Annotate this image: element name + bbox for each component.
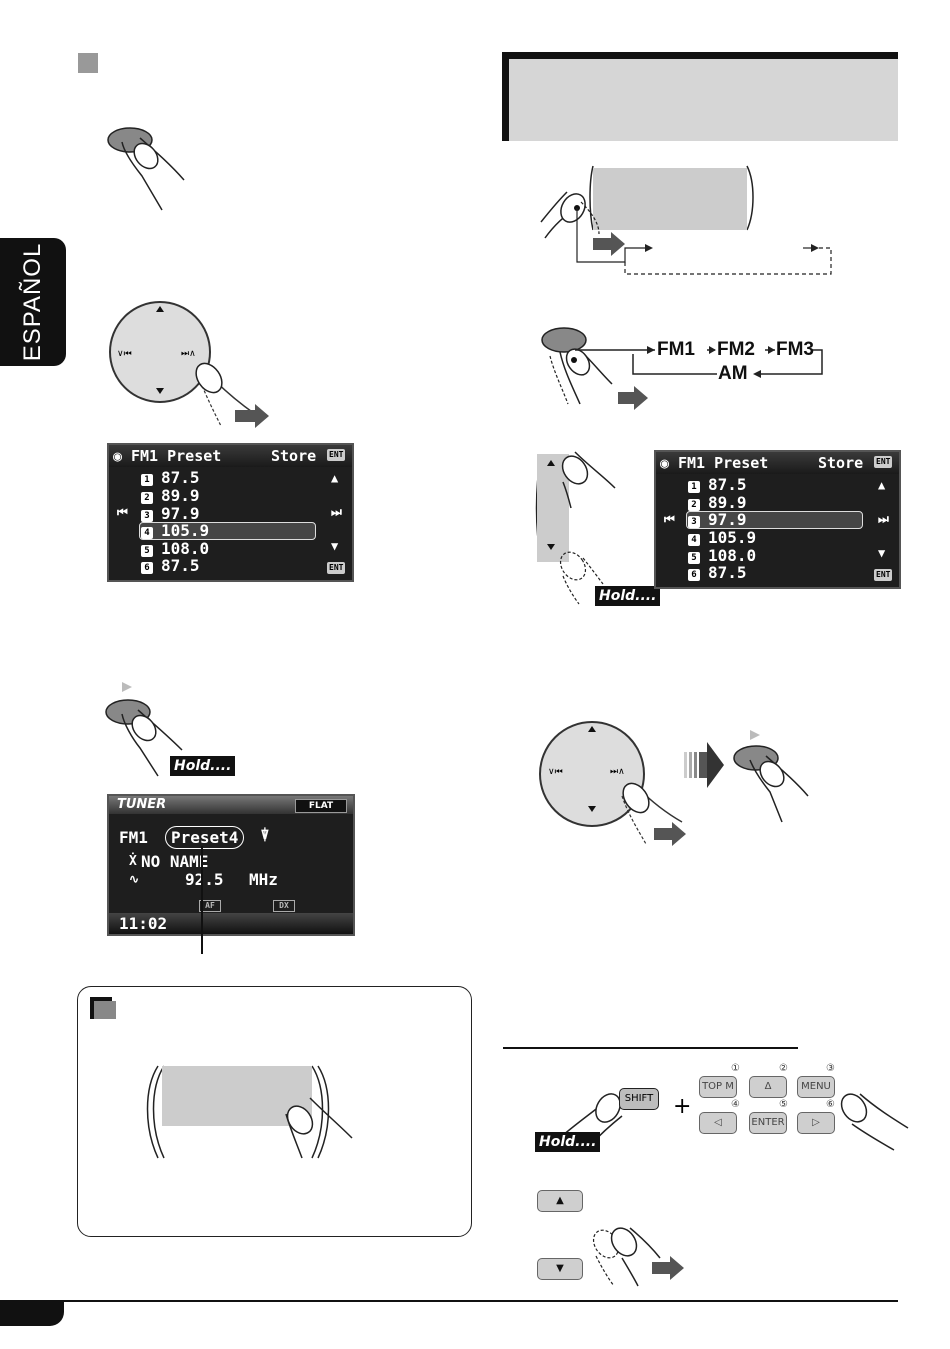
store-label: Store xyxy=(271,447,317,465)
language-label: ESPAÑOL xyxy=(19,242,46,362)
dial-then-button-illustration: ∨⏮ ⏭∧ xyxy=(539,721,809,846)
knob-press-illustration xyxy=(146,1065,353,1159)
next-track-icon[interactable]: ⏭ xyxy=(331,505,342,519)
band-cycle-lines xyxy=(575,346,823,378)
hold-label: Hold.... xyxy=(170,756,236,776)
tuner-footer-bar xyxy=(109,913,353,934)
svg-text:∨⏮: ∨⏮ xyxy=(117,349,132,359)
ent-button[interactable]: ENT xyxy=(327,562,346,574)
svg-text:⏭∧: ⏭∧ xyxy=(610,767,625,777)
station-icon: Ẋ xyxy=(129,854,137,869)
tuner-screen: TUNER FLAT FM1 Preset4 ⍒ Ẋ NO NAME ∿ 92.… xyxy=(107,794,355,936)
section-divider xyxy=(503,1047,798,1049)
disc-icon: ◉ xyxy=(660,454,670,472)
down-arrow-icon[interactable]: ▼ xyxy=(331,539,339,553)
svg-text:⏭∧: ⏭∧ xyxy=(181,349,196,359)
menu-key[interactable]: MENU xyxy=(797,1076,835,1098)
info-box xyxy=(77,986,472,1237)
finger-swipe-illustration xyxy=(592,1227,684,1287)
info-box-marker xyxy=(90,997,120,1019)
dx-button[interactable]: DX xyxy=(273,900,295,912)
ent-badge: ENT xyxy=(874,456,893,468)
band-fm2: FM2 xyxy=(717,339,755,360)
wave-icon: ∿ xyxy=(129,872,140,886)
svg-text:∨⏮: ∨⏮ xyxy=(548,767,563,777)
section-header-box xyxy=(502,52,898,141)
prev-track-icon[interactable]: ⏮ xyxy=(664,512,675,526)
station-name: NO NAME xyxy=(141,852,209,871)
frequency-value: 92.5 xyxy=(185,870,224,889)
down-arrow-icon[interactable]: ▼ xyxy=(878,546,886,560)
finger-hold-button-illustration xyxy=(105,682,183,777)
finger-press-button-illustration xyxy=(107,127,185,211)
band-fm3: FM3 xyxy=(776,339,814,360)
plus-sign: + xyxy=(673,1094,692,1119)
down-arrow-icon: ▼ xyxy=(556,1263,564,1274)
frequency-unit: MHz xyxy=(249,870,278,889)
shift-key[interactable]: SHIFT xyxy=(619,1088,659,1110)
hold-label: Hold.... xyxy=(535,1132,601,1152)
next-track-icon[interactable]: ⏭ xyxy=(878,512,889,526)
up-arrow-icon: ▲ xyxy=(556,1195,564,1206)
page-number-tab xyxy=(0,1300,64,1326)
remote-up-key[interactable]: ▲ xyxy=(537,1190,583,1212)
language-side-tab: ESPAÑOL xyxy=(0,238,66,366)
ent-button[interactable]: ENT xyxy=(874,569,893,581)
right-key[interactable]: ▷ xyxy=(797,1112,835,1134)
remote-finger xyxy=(840,1093,909,1151)
screen-title: FM1 Preset xyxy=(678,454,769,472)
screen-title: FM1 Preset xyxy=(131,447,222,465)
remote-down-key[interactable]: ▼ xyxy=(537,1258,583,1280)
clock: 11:02 xyxy=(119,914,168,933)
section-marker xyxy=(78,53,98,73)
callout-line xyxy=(201,846,203,954)
ent-badge: ENT xyxy=(327,449,346,461)
up-key[interactable]: Δ xyxy=(749,1076,787,1098)
up-arrow-icon[interactable]: ▲ xyxy=(878,478,886,492)
up-down-button-illustration xyxy=(535,451,616,605)
source-label: TUNER xyxy=(117,797,167,812)
up-arrow-icon[interactable]: ▲ xyxy=(331,471,339,485)
tuner-header-bar xyxy=(109,796,353,814)
left-key[interactable]: ◁ xyxy=(699,1112,737,1134)
hold-label: Hold.... xyxy=(595,586,661,606)
footer-rule xyxy=(0,1300,898,1302)
prev-track-icon[interactable]: ⏮ xyxy=(117,505,128,519)
af-button[interactable]: AF xyxy=(199,900,221,912)
enter-key[interactable]: ENTER xyxy=(749,1112,787,1134)
shift-hold-finger xyxy=(561,1093,623,1149)
eq-badge: FLAT xyxy=(295,799,347,813)
band-am: AM xyxy=(718,363,748,384)
top-m-key[interactable]: TOP M xyxy=(699,1076,737,1098)
selected-preset-highlight xyxy=(139,522,316,540)
band-button-illustration xyxy=(541,327,648,410)
signal-icon: ⍒ xyxy=(261,828,269,843)
disc-icon: ◉ xyxy=(113,447,123,465)
control-dial-illustration: ∨⏮ ⏭∧ xyxy=(109,301,269,428)
band-fm1: FM1 xyxy=(657,339,695,360)
store-label: Store xyxy=(818,454,864,472)
preset-label: Preset4 xyxy=(165,826,245,849)
source-knob-illustration xyxy=(540,165,832,275)
selected-preset-highlight xyxy=(686,511,863,529)
band-label: FM1 xyxy=(119,828,148,847)
